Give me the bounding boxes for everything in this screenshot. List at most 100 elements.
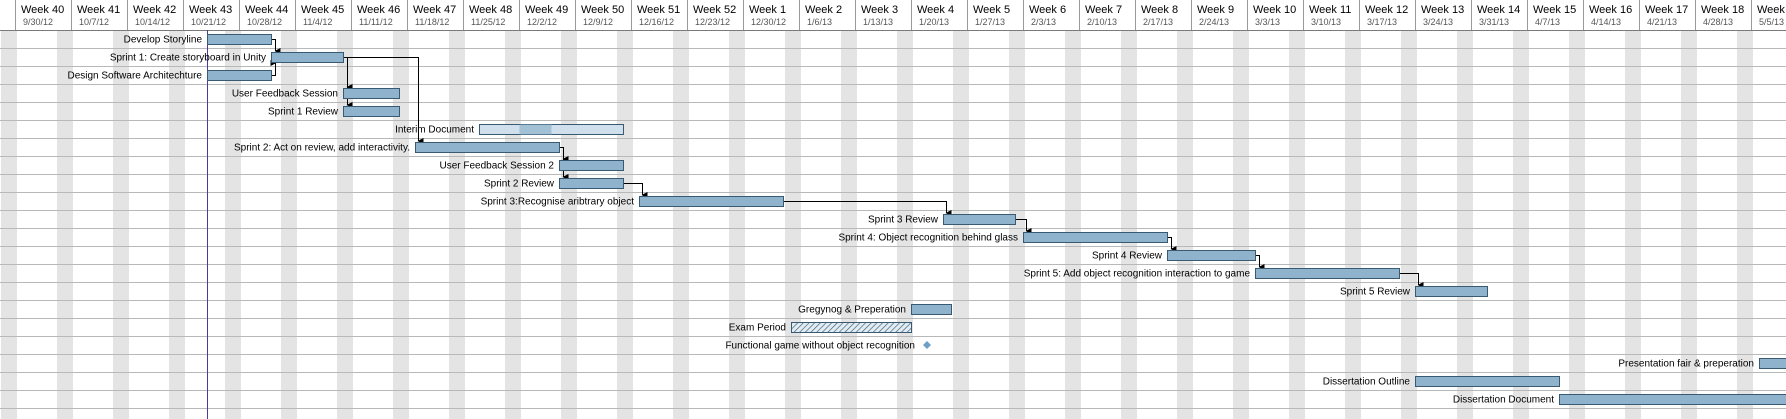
task-bar-progress xyxy=(519,124,552,135)
task-label: Sprint 5 Review xyxy=(1340,287,1411,298)
week-label: Week 6 xyxy=(1029,4,1066,16)
week-label: Week 51 xyxy=(637,4,680,16)
week-date-label: 10/14/12 xyxy=(135,17,170,27)
task-bar xyxy=(559,160,624,171)
week-label: Week 8 xyxy=(1141,4,1178,16)
weekend-stripe xyxy=(1625,30,1641,419)
week-label: Week 11 xyxy=(1309,4,1351,16)
weekend-stripe xyxy=(1345,30,1361,419)
task-bar xyxy=(1167,250,1256,261)
weekend-stripe xyxy=(393,30,409,419)
week-date-label: 1/6/13 xyxy=(807,17,832,27)
task-label: Sprint 2: Act on review, add interactivi… xyxy=(234,143,410,154)
week-label: Week 16 xyxy=(1589,4,1632,16)
week-date-label: 2/10/13 xyxy=(1087,17,1117,27)
week-label: Week 9 xyxy=(1197,4,1234,16)
week-date-label: 10/21/12 xyxy=(191,17,226,27)
weekend-stripe xyxy=(897,30,913,419)
week-date-label: 12/9/12 xyxy=(583,17,613,27)
week-label: Week 1 xyxy=(749,4,786,16)
task-bar xyxy=(207,34,272,45)
week-date-label: 1/27/13 xyxy=(975,17,1005,27)
week-date-label: 11/11/12 xyxy=(359,17,393,27)
week-label: Week 10 xyxy=(1253,4,1296,16)
week-date-label: 12/16/12 xyxy=(639,17,674,27)
task-label: Dissertation Document xyxy=(1453,395,1554,406)
week-date-label: 2/3/13 xyxy=(1031,17,1056,27)
task-label: User Feedback Session xyxy=(232,89,338,100)
week-label: Week 50 xyxy=(581,4,624,16)
week-label: Week 19 xyxy=(1757,4,1786,16)
week-label: Week 2 xyxy=(805,4,842,16)
weekend-stripe xyxy=(1177,30,1193,419)
weekend-stripe xyxy=(1,30,17,419)
week-date-label: 9/30/12 xyxy=(23,17,53,27)
dependency-arrow xyxy=(270,60,277,76)
weekend-stripe xyxy=(673,30,689,419)
task-label: Sprint 2 Review xyxy=(484,179,555,190)
header-background xyxy=(0,0,1786,30)
task-bar xyxy=(1255,268,1400,279)
task-bar xyxy=(207,70,272,81)
task-label: Sprint 5: Add object recognition interac… xyxy=(1024,269,1251,280)
week-date-label: 1/13/13 xyxy=(863,17,893,27)
weekend-stripe xyxy=(169,30,185,419)
week-label: Week 45 xyxy=(301,4,344,16)
weekend-stripe xyxy=(1737,30,1753,419)
week-label: Week 14 xyxy=(1477,4,1520,16)
week-date-label: 2/17/13 xyxy=(1143,17,1173,27)
week-label: Week 42 xyxy=(133,4,176,16)
weekend-stripe xyxy=(1457,30,1473,419)
task-bar xyxy=(943,214,1016,225)
task-label: Sprint 3 Review xyxy=(868,215,939,226)
task-bar xyxy=(1023,232,1168,243)
task-label: Dissertation Outline xyxy=(1323,377,1411,388)
weekend-stripe xyxy=(729,30,745,419)
week-date-label: 12/23/12 xyxy=(695,17,730,27)
weekend-stripe xyxy=(1121,30,1137,419)
weekend-stripes xyxy=(1,30,1753,419)
task-bar xyxy=(1559,394,1786,405)
task-label: Design Software Architechture xyxy=(67,71,202,82)
dependency-arrow xyxy=(343,57,424,144)
weekend-stripe xyxy=(1009,30,1025,419)
week-date-label: 11/18/12 xyxy=(415,17,449,27)
weekend-stripe xyxy=(1233,30,1249,419)
dependency-arrow xyxy=(1399,273,1424,288)
task-bars xyxy=(207,34,1786,405)
weekend-stripe xyxy=(1569,30,1585,419)
task-label: Presentation fair & preperation xyxy=(1618,359,1754,370)
task-label: Functional game without object recogniti… xyxy=(725,341,915,352)
week-label: Week 48 xyxy=(469,4,512,16)
weekend-stripe xyxy=(841,30,857,419)
week-date-label: 12/30/12 xyxy=(751,17,786,27)
task-label: Interim Document xyxy=(395,125,474,136)
weekend-stripe xyxy=(1513,30,1529,419)
week-date-label: 4/7/13 xyxy=(1535,17,1560,27)
week-date-label: 2/24/13 xyxy=(1199,17,1229,27)
week-date-label: 12/2/12 xyxy=(527,17,557,27)
weekend-stripe xyxy=(449,30,465,419)
weekend-stripe xyxy=(561,30,577,419)
task-bar xyxy=(343,106,400,117)
task-bar xyxy=(639,196,784,207)
task-label: Gregynog & Preperation xyxy=(798,305,906,316)
week-label: Week 49 xyxy=(525,4,568,16)
week-date-label: 10/7/12 xyxy=(79,17,109,27)
week-date-label: 11/25/12 xyxy=(471,17,505,27)
week-date-label: 11/4/12 xyxy=(303,17,332,27)
week-date-label: 3/3/13 xyxy=(1255,17,1280,27)
week-label: Week 47 xyxy=(413,4,456,16)
week-label: Week 12 xyxy=(1365,4,1408,16)
dependency-arrow xyxy=(1255,255,1265,270)
week-date-label: 5/5/13 xyxy=(1759,17,1784,27)
task-bar xyxy=(343,88,400,99)
task-label: Sprint 4 Review xyxy=(1092,251,1163,262)
week-label: Week 5 xyxy=(973,4,1010,16)
week-date-label: 4/21/13 xyxy=(1647,17,1677,27)
week-label: Week 4 xyxy=(917,4,954,16)
task-label: Exam Period xyxy=(729,323,786,334)
